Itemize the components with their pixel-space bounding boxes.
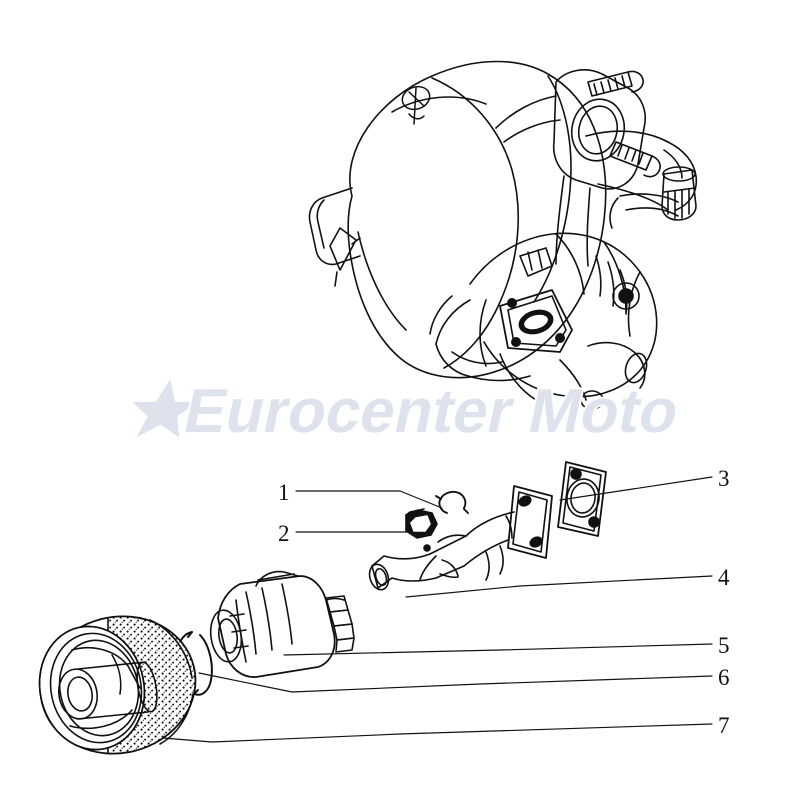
engine-casing [429, 232, 658, 410]
callout-number-6: 6 [718, 665, 730, 690]
callout-number-4: 4 [718, 565, 730, 590]
exhaust-flange-upper [495, 69, 661, 267]
leader-4 [405, 575, 713, 598]
part-exhaust-pipe [368, 485, 553, 591]
leader-1 [295, 490, 443, 509]
leader-3 [559, 476, 713, 501]
muffler-body [308, 60, 607, 379]
leader-6 [198, 672, 713, 693]
part-silencer-end-cap [35, 607, 207, 769]
mount-bracket-right [609, 193, 679, 310]
leader-7 [162, 723, 713, 743]
callout-number-7: 7 [718, 713, 730, 738]
part-nut [405, 508, 438, 539]
callout-number-5: 5 [718, 633, 730, 658]
callout-number-1: 1 [278, 480, 290, 505]
part-circlip [435, 490, 469, 514]
muffler-tail-cone [585, 130, 698, 211]
part-gasket [557, 461, 607, 537]
callout-number-2: 2 [278, 521, 290, 546]
cap-nut-upper [661, 166, 697, 221]
leader-5 [283, 643, 713, 656]
callout-number-3: 3 [718, 466, 730, 491]
part-silencer-cartridge [209, 570, 355, 678]
leader-lines [162, 476, 713, 743]
